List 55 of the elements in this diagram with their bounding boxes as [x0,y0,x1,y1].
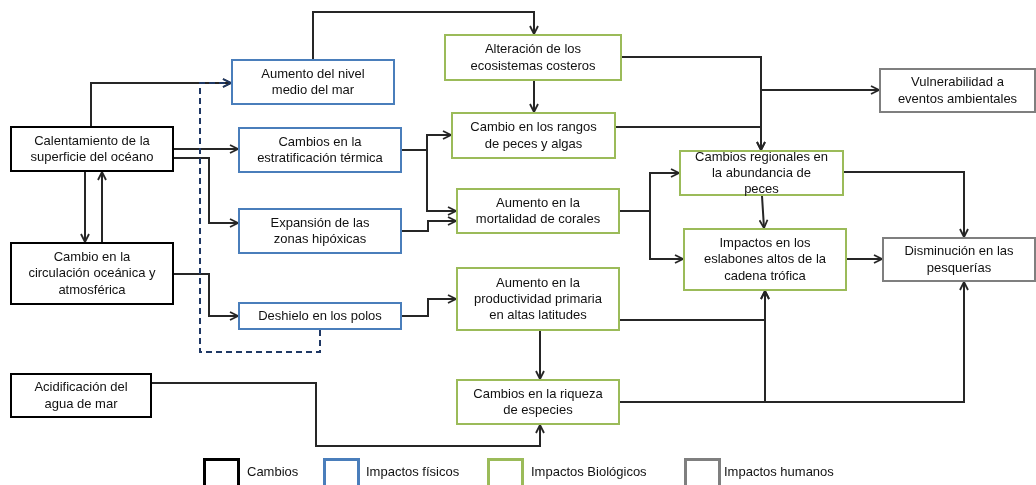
box-label: Deshielo en los polos [258,307,382,325]
box-label: Acidificación del agua de mar [33,379,129,412]
arrow [843,171,969,238]
arrow [621,56,880,95]
arrow [619,210,684,264]
arrow [846,254,883,264]
legend-label: Impactos humanos [724,464,834,479]
process-box [238,302,402,330]
process-box [238,208,402,254]
arrow [173,157,239,228]
process-box [456,188,620,234]
process-box [451,112,616,159]
box-label: Aumento en la mortalidad de corales [474,194,602,228]
box-label: Impactos en los eslabones altos de la cadena trófica [702,235,828,284]
process-box [238,127,402,173]
process-box [882,237,1036,282]
process-box [10,126,174,172]
process-box [10,242,174,305]
process-box [679,150,844,196]
arrow [312,11,539,60]
box-label: Calentamiento de la superficie del océano [29,132,155,166]
box-label: Cambios regionales en la abundancia de peces [694,148,829,198]
legend-label: Impactos físicos [366,464,460,479]
process-box [444,34,622,81]
box-label: Cambio en la circulación oceánica y atmosférica [27,249,157,298]
arrow [80,171,90,243]
arrow [173,273,239,321]
box-label: Expansión de las zonas hipóxicas [269,214,371,248]
arrow [151,382,545,447]
arrow [535,330,545,380]
box-label: Cambios en la estratificación térmica [256,133,384,167]
box-label: Vulnerabilidad a eventos ambientales [896,74,1019,107]
arrow [97,171,107,243]
process-box [683,228,847,291]
arrow [401,294,457,317]
box-label: Aumento del nivel medio del mar [260,65,366,99]
box-label: Aumento en la productividad primaria en altas latitudes [473,274,603,324]
arrow [529,80,539,113]
dashed-arrow [199,78,321,353]
arrow [401,149,457,216]
box-label: Cambio en los rangos de peces y algas [469,119,598,152]
legend-label: Cambios [247,464,299,479]
arrow [401,216,457,232]
process-box [879,68,1036,113]
arrow [173,144,239,154]
process-box [456,379,620,425]
process-box [10,373,152,418]
process-box [456,267,620,331]
legend-label: Impactos Biológicos [531,464,647,479]
arrow [758,195,769,229]
arrow [615,126,766,151]
process-box [231,59,395,105]
box-label: Cambios en la riqueza de especies [472,385,604,419]
box-label: Disminución en las pesquerías [903,243,1015,276]
box-label: Alteración de los ecosistemas costeros [469,41,597,74]
